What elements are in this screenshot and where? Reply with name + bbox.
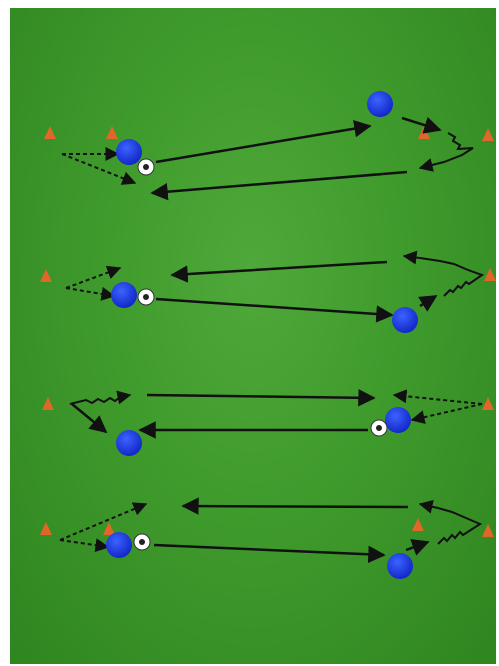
dribble-run-arrow (65, 287, 116, 301)
cone-icon (418, 126, 430, 139)
soccer-ball-icon (133, 533, 151, 551)
cone-icon (484, 268, 496, 281)
dribble-zigzag-arrow (402, 250, 485, 297)
pass-arrow (170, 260, 388, 283)
drill-row-4 (40, 497, 494, 579)
dribble-run-arrow (61, 153, 137, 185)
dribble-zigzag-arrow (418, 499, 483, 545)
run-arrow (405, 539, 430, 556)
player-icon (367, 91, 393, 117)
player-icon (387, 553, 413, 579)
soccer-ball-icon (137, 288, 155, 306)
cone-icon (482, 524, 494, 537)
cone-icon (40, 522, 52, 535)
player-icon (116, 430, 142, 456)
drill-row-2 (40, 250, 496, 333)
pass-arrow (153, 543, 386, 564)
pass-arrow (155, 119, 372, 164)
cone-icon (42, 397, 54, 410)
cone-icon (103, 522, 115, 535)
pass-arrow (150, 170, 408, 201)
dribble-run-arrow (59, 538, 110, 553)
dribble-run-arrow (392, 389, 483, 405)
cone-icon (412, 518, 424, 531)
run-arrow (418, 294, 438, 312)
pass-arrow (181, 497, 409, 515)
pass-arrow (155, 297, 394, 323)
dribble-run-arrow (59, 502, 148, 541)
player-icon (106, 532, 132, 558)
soccer-ball-icon (137, 158, 155, 176)
player-icon (392, 307, 418, 333)
cone-icon (482, 128, 494, 141)
cone-icon (106, 126, 118, 139)
dribble-run-arrow (410, 403, 483, 425)
soccer-ball-icon (370, 419, 388, 437)
player-icon (116, 139, 142, 165)
run-arrow (71, 403, 108, 434)
run-arrow (401, 116, 442, 134)
drill-row-3 (42, 389, 494, 456)
dribble-zigzag-arrow (418, 132, 474, 172)
cone-icon (482, 397, 494, 410)
dribble-run-arrow (65, 265, 122, 289)
player-icon (111, 282, 137, 308)
drill-row-1 (44, 91, 494, 201)
player-icon (385, 407, 411, 433)
cone-icon (44, 126, 56, 139)
dribble-zigzag-arrow (69, 390, 132, 405)
pass-arrow (146, 389, 376, 407)
cone-icon (40, 269, 52, 282)
